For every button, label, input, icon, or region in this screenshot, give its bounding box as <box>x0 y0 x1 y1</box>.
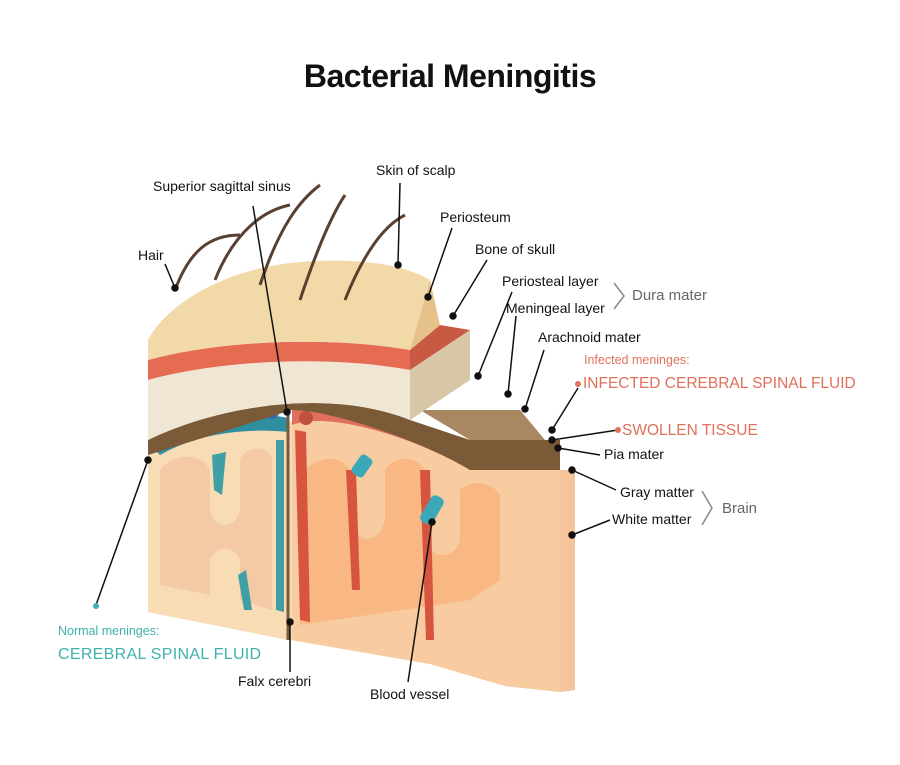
dura-brace <box>613 282 625 310</box>
gyri-left <box>160 448 272 610</box>
label-skin-of-scalp: Skin of scalp <box>376 162 456 178</box>
label-brain: Brain <box>722 500 758 517</box>
page-title: Bacterial Meningitis <box>303 58 597 94</box>
label-blood-vessel: Blood vessel <box>370 686 450 702</box>
brain-side-face <box>560 470 575 692</box>
normal-csf-layer <box>150 415 288 455</box>
label-swollen-tissue: SWOLLEN TISSUE <box>622 422 758 439</box>
label-meningeal-layer: Meningeal layer <box>506 300 605 316</box>
label-pia-mater: Pia mater <box>604 446 664 462</box>
leader-lines <box>95 182 619 683</box>
label-superior-sagittal-sinus: Superior sagittal sinus <box>153 178 291 194</box>
label-normal-meninges: Normal meninges: <box>58 624 160 638</box>
normal-sulci <box>212 440 284 612</box>
scalp-layer <box>148 260 430 360</box>
hair-strand-3 <box>258 183 321 286</box>
label-bone-of-skull: Bone of skull <box>475 241 556 257</box>
infected-sulci <box>295 430 434 640</box>
hair-strand-2 <box>213 203 291 281</box>
infected-csf-dot <box>575 381 581 387</box>
brain-brace <box>701 490 713 526</box>
label-periosteal-layer: Periosteal layer <box>502 273 599 289</box>
label-periosteum: Periosteum <box>440 209 511 225</box>
meningeal-strip <box>420 410 545 440</box>
label-dura-mater: Dura mater <box>632 287 708 304</box>
skull-bone <box>148 361 410 440</box>
vessel-1 <box>351 454 373 478</box>
normal-csf-dot <box>93 603 99 609</box>
scalp-edge <box>410 280 440 350</box>
label-arachnoid-mater: Arachnoid mater <box>538 329 641 345</box>
hair-strand-1 <box>173 233 241 291</box>
label-normal-csf: CEREBRAL SPINAL FLUID <box>58 646 262 663</box>
label-gray-matter: Gray matter <box>620 484 694 500</box>
label-white-matter: White matter <box>612 511 692 527</box>
skull-bone-step <box>410 330 470 420</box>
periosteum-step <box>410 325 470 370</box>
hair-strand-4 <box>298 194 347 301</box>
swollen-dot <box>615 427 621 433</box>
label-infected-csf: INFECTED CEREBRAL SPINAL FLUID <box>583 375 856 392</box>
label-falx-cerebri: Falx cerebri <box>238 673 312 689</box>
vessel-2 <box>420 495 444 525</box>
sinus-right <box>299 411 313 425</box>
label-infected-meninges: Infected meninges: <box>584 353 690 367</box>
label-hair: Hair <box>138 247 164 263</box>
dura-layer <box>148 403 560 470</box>
